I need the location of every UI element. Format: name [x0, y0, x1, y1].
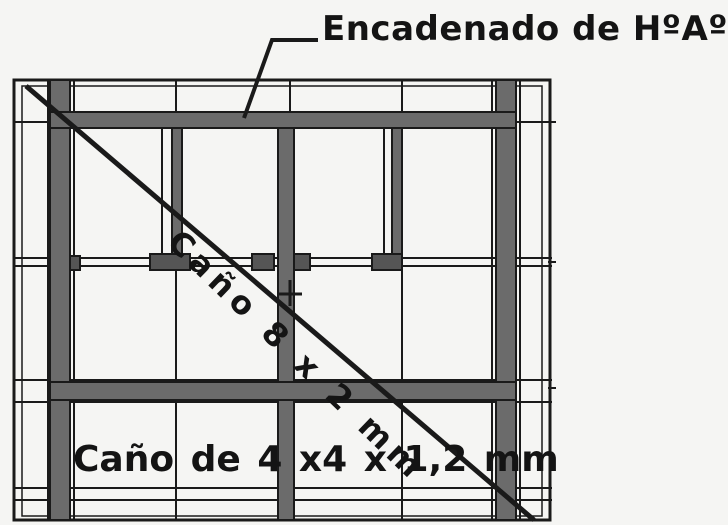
callout-leader-line: [242, 38, 318, 119]
steel-beams: [49, 111, 517, 401]
top-beam-encadenado: [49, 111, 517, 129]
right-column: [495, 79, 517, 521]
center-cross-mark: [278, 280, 302, 306]
plate-left: [149, 253, 191, 271]
plate-left-edge: [69, 255, 81, 271]
upper-post-right: [391, 127, 403, 261]
lower-beam: [49, 381, 517, 401]
callout-label: Encadenado de HºAº: [322, 9, 728, 49]
left-column: [49, 79, 71, 521]
diagonal-brace: [24, 84, 536, 522]
plate-right: [371, 253, 403, 271]
plate-center-a: [251, 253, 275, 271]
connection-plates: [69, 253, 403, 271]
right-edge-ticks: [548, 121, 556, 389]
plate-center-b: [293, 253, 311, 271]
tube-spec-label: Caño de 4 x4 x 1,2 mm: [73, 439, 559, 480]
steel-columns: [49, 79, 517, 521]
